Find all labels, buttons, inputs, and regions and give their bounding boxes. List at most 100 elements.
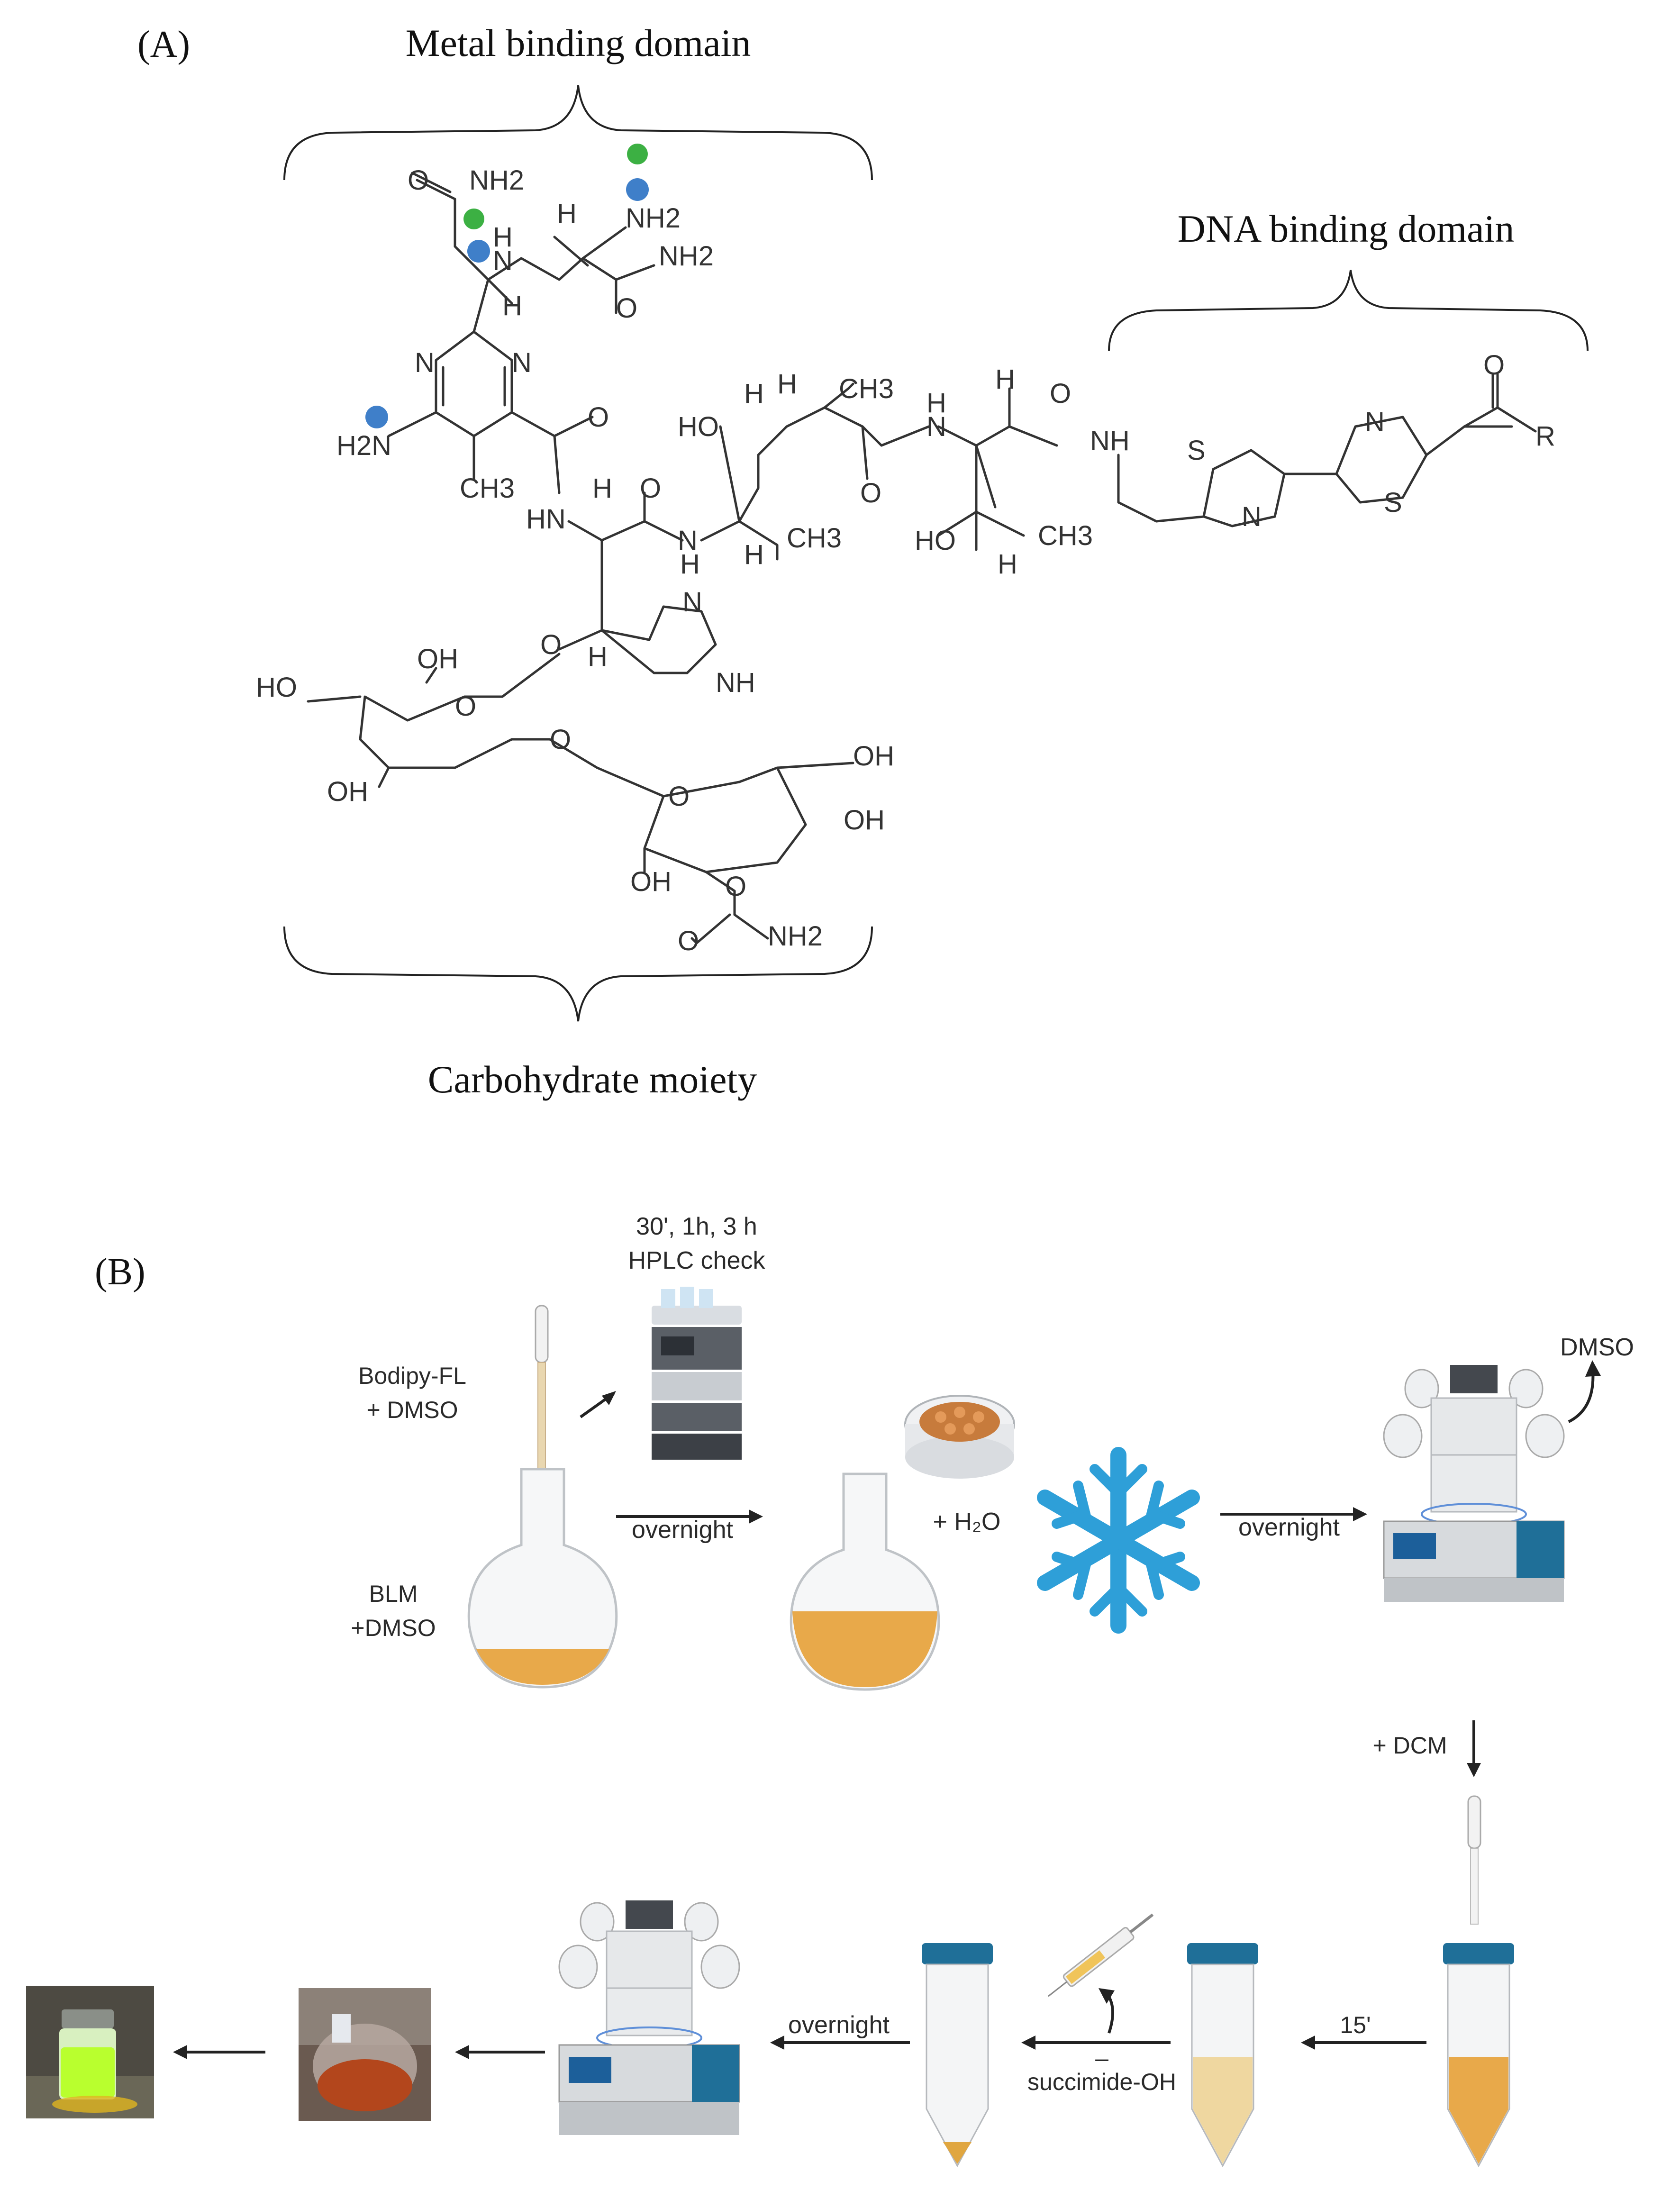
svg-text:CH3: CH3: [839, 373, 894, 404]
panel-a-label: (A): [137, 24, 190, 65]
falcon-tube-icon: [922, 1943, 993, 2168]
svg-text:H: H: [744, 539, 764, 570]
svg-text:H: H: [744, 378, 764, 409]
green-dot-icon: [627, 144, 648, 164]
svg-text:HO: HO: [256, 672, 297, 703]
svg-text:OH: OH: [630, 866, 672, 897]
svg-text:NH: NH: [716, 667, 755, 698]
svg-text:H: H: [502, 291, 522, 321]
metal-domain-brace: [283, 85, 873, 181]
bodipy-label: Bodipy-FL+ DMSO: [358, 1363, 466, 1423]
svg-text:H: H: [588, 641, 608, 672]
svg-text:H: H: [680, 549, 700, 580]
flask-icon: [467, 1468, 618, 1689]
svg-text:R: R: [1535, 421, 1555, 452]
dmso-label: DMSO: [1560, 1334, 1634, 1361]
svg-text:HN: HN: [526, 504, 566, 535]
svg-text:O: O: [455, 691, 476, 722]
resin-dish-icon: [904, 1395, 1015, 1479]
carb-domain-brace: [283, 926, 873, 1022]
snowflake-icon: [1037, 1447, 1200, 1634]
hplc-instrument-icon: [652, 1287, 742, 1460]
svg-text:N: N: [1242, 501, 1262, 532]
svg-text:N: N: [682, 587, 702, 618]
pipette-icon: [1467, 1795, 1481, 1925]
svg-text:N: N: [415, 347, 435, 378]
falcon-tube-icon: [1187, 1943, 1258, 2168]
svg-text:H: H: [557, 198, 577, 229]
svg-text:N: N: [512, 347, 532, 378]
blm-label: BLM+DMSO: [351, 1581, 436, 1641]
svg-text:NH2: NH2: [469, 165, 524, 196]
metal-binding-domain-label: Metal binding domain: [406, 21, 751, 64]
overnight-label: overnight: [632, 1516, 733, 1544]
svg-text:CH3: CH3: [460, 473, 515, 504]
svg-text:O: O: [678, 926, 699, 956]
svg-text:O: O: [408, 165, 429, 196]
syringe-icon: [1047, 1913, 1154, 1997]
flask-icon: [790, 1472, 940, 1691]
svg-text:H: H: [995, 364, 1015, 395]
vial-photo-icon: [26, 1986, 154, 2118]
panel-a: (A) Metal binding domain DNA binding dom…: [137, 21, 1589, 1101]
svg-text:OH: OH: [844, 805, 885, 836]
svg-text:NH: NH: [1090, 426, 1130, 456]
svg-text:O: O: [860, 478, 881, 509]
flask-photo-icon: [299, 1988, 431, 2121]
svg-text:H: H: [592, 473, 612, 504]
green-dot-icon: [463, 209, 484, 229]
svg-text:N: N: [926, 411, 946, 442]
svg-text:NH2: NH2: [659, 241, 714, 272]
svg-text:O: O: [550, 724, 571, 755]
svg-text:OH: OH: [417, 644, 458, 674]
svg-text:O: O: [640, 473, 661, 504]
freeze-dryer-icon: [558, 1900, 740, 2135]
freeze-dryer-icon: [1383, 1365, 1565, 1602]
svg-text:O: O: [1050, 378, 1071, 409]
svg-text:OH: OH: [327, 776, 368, 807]
svg-text:CH3: CH3: [787, 523, 842, 554]
svg-text:O: O: [588, 402, 609, 433]
svg-text:NH2: NH2: [626, 203, 681, 234]
arrow-head: [602, 1391, 616, 1405]
svg-text:HO: HO: [915, 525, 956, 556]
blue-dot-icon: [626, 178, 649, 201]
carbohydrate-moiety-label: Carbohydrate moiety: [428, 1058, 757, 1101]
svg-text:H: H: [777, 369, 797, 400]
svg-text:H2N: H2N: [336, 430, 391, 461]
overnight-label: overnight: [1238, 1514, 1340, 1541]
svg-text:H: H: [998, 549, 1017, 580]
panel-b-label: (B): [95, 1251, 145, 1293]
molecule-skeleton: [307, 172, 1537, 945]
blue-dot-icon: [467, 240, 490, 263]
molecule-atoms: O NH2 H N H NH2 NH2 O H N N H2N CH3 O HN…: [256, 165, 1555, 956]
svg-text:OH: OH: [853, 741, 894, 772]
svg-text:N: N: [493, 245, 513, 276]
h2o-label: + H₂O: [933, 1508, 1001, 1536]
svg-text:O: O: [725, 871, 746, 902]
svg-text:HO: HO: [678, 411, 719, 442]
time-15-label: 15': [1340, 2012, 1371, 2038]
svg-text:S: S: [1187, 435, 1206, 466]
svg-text:H: H: [493, 222, 513, 253]
svg-text:N: N: [1365, 407, 1385, 437]
svg-text:NH2: NH2: [768, 921, 823, 952]
dna-binding-domain-label: DNA binding domain: [1178, 207, 1515, 250]
falcon-tube-icon: [1443, 1943, 1514, 2168]
dna-domain-brace: [1108, 270, 1589, 351]
svg-text:O: O: [616, 293, 637, 324]
succimide-label: succimide-OH: [1027, 2069, 1176, 2095]
svg-text:H: H: [926, 388, 946, 418]
pipette-icon: [535, 1305, 549, 1472]
dcm-label: + DCM: [1373, 1732, 1447, 1759]
minus-label: –: [1095, 2045, 1108, 2072]
svg-text:S: S: [1384, 487, 1402, 518]
svg-text:O: O: [668, 781, 690, 812]
svg-text:N: N: [678, 525, 698, 556]
svg-text:O: O: [540, 629, 562, 660]
svg-text:O: O: [1483, 350, 1505, 381]
overnight-label: overnight: [788, 2011, 890, 2039]
